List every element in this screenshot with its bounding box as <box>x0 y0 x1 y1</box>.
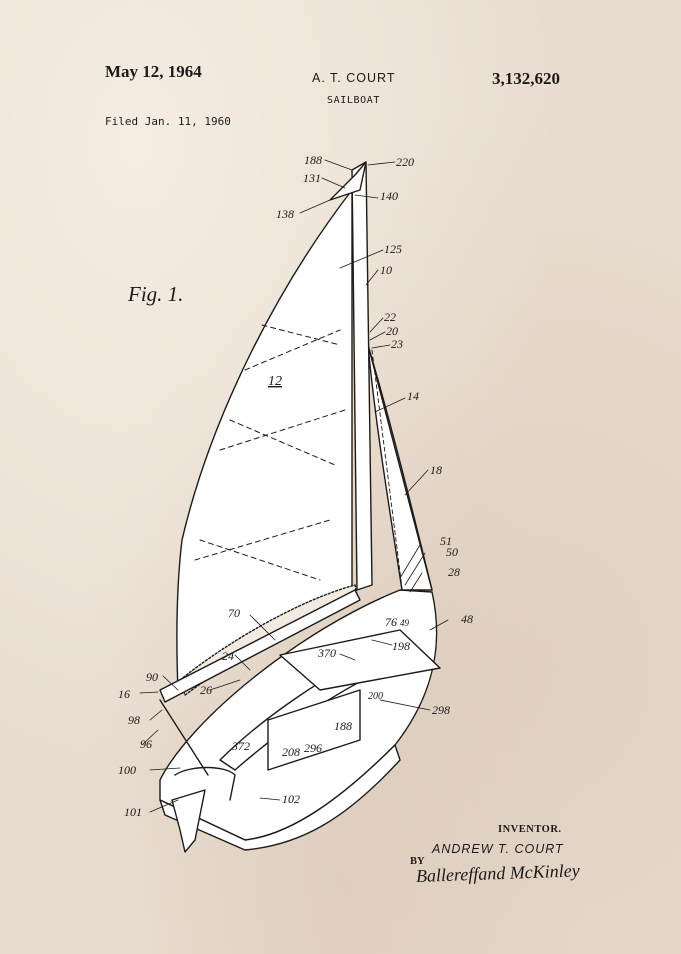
jib-batten <box>371 349 403 589</box>
callout-label: 200 <box>368 691 383 702</box>
callout-label: 188 <box>334 719 352 733</box>
callout-label: 18 <box>430 463 442 477</box>
callout-label: 16 <box>118 687 130 701</box>
callout-label: 125 <box>384 242 402 256</box>
callout-label: 49 <box>400 618 410 628</box>
callout-label: 296 <box>304 741 322 755</box>
callout-label: 51 <box>440 534 452 548</box>
figure-label: Fig. 1. <box>128 282 184 306</box>
inventor-name: ANDREW T. COURT <box>432 842 564 856</box>
callout-label: 96 <box>140 737 152 751</box>
callout-label: 140 <box>380 189 398 203</box>
callout-label: 220 <box>396 155 414 169</box>
callout-label: 23 <box>391 337 403 351</box>
callout-label: 98 <box>128 713 140 727</box>
callout-label: 372 <box>231 739 250 753</box>
callout-label: 28 <box>448 565 460 579</box>
leader-lines <box>139 159 449 813</box>
callout-label: 188 <box>304 153 322 167</box>
callout-label: 100 <box>118 763 136 777</box>
callout-label: 138 <box>276 207 294 221</box>
callout-label: 90 <box>146 670 158 684</box>
rudder <box>171 789 206 853</box>
callout-label: 131 <box>303 171 321 185</box>
patent-date: May 12, 1964 <box>105 62 202 81</box>
tiller <box>159 699 209 776</box>
callout-label: 198 <box>392 639 410 653</box>
callout-label: 22 <box>384 310 396 324</box>
main-sail <box>176 189 353 691</box>
inventor-header: A. T. COURT <box>312 71 396 85</box>
tiller-handle <box>174 766 236 801</box>
callout-label: 101 <box>124 805 142 819</box>
inventor-label: INVENTOR. <box>498 824 562 835</box>
callout-label: 208 <box>282 745 300 759</box>
boom <box>159 589 361 703</box>
callout-label: 76 <box>385 615 397 629</box>
jib-stay <box>367 344 433 591</box>
callout-labels: 188 220 131 140 138 125 10 22 20 23 12 1… <box>118 153 473 819</box>
callout-label: 14 <box>407 389 419 403</box>
sail-battens <box>194 324 346 581</box>
callout-label: 24 <box>222 649 234 663</box>
thwart <box>279 629 441 691</box>
callout-label: 50 <box>446 545 458 559</box>
masthead <box>329 161 367 201</box>
filed-date: Filed Jan. 11, 1960 <box>105 115 231 128</box>
centerboard-box <box>267 689 361 771</box>
callout-label: 48 <box>461 612 473 626</box>
callout-label: 70 <box>228 606 240 620</box>
patent-number: 3,132,620 <box>492 69 560 88</box>
by-label: BY <box>410 856 425 867</box>
callout-label: 26 <box>200 683 212 697</box>
callout-label: 20 <box>386 324 398 338</box>
callout-label: 370 <box>317 646 336 660</box>
mast <box>351 161 373 591</box>
patent-title: SAILBOAT <box>327 95 380 106</box>
hull-side <box>159 744 401 851</box>
callout-label: 102 <box>282 792 300 806</box>
callout-label: 298 <box>432 703 450 717</box>
callout-label: 12 <box>268 374 282 389</box>
callout-label: 10 <box>380 263 392 277</box>
